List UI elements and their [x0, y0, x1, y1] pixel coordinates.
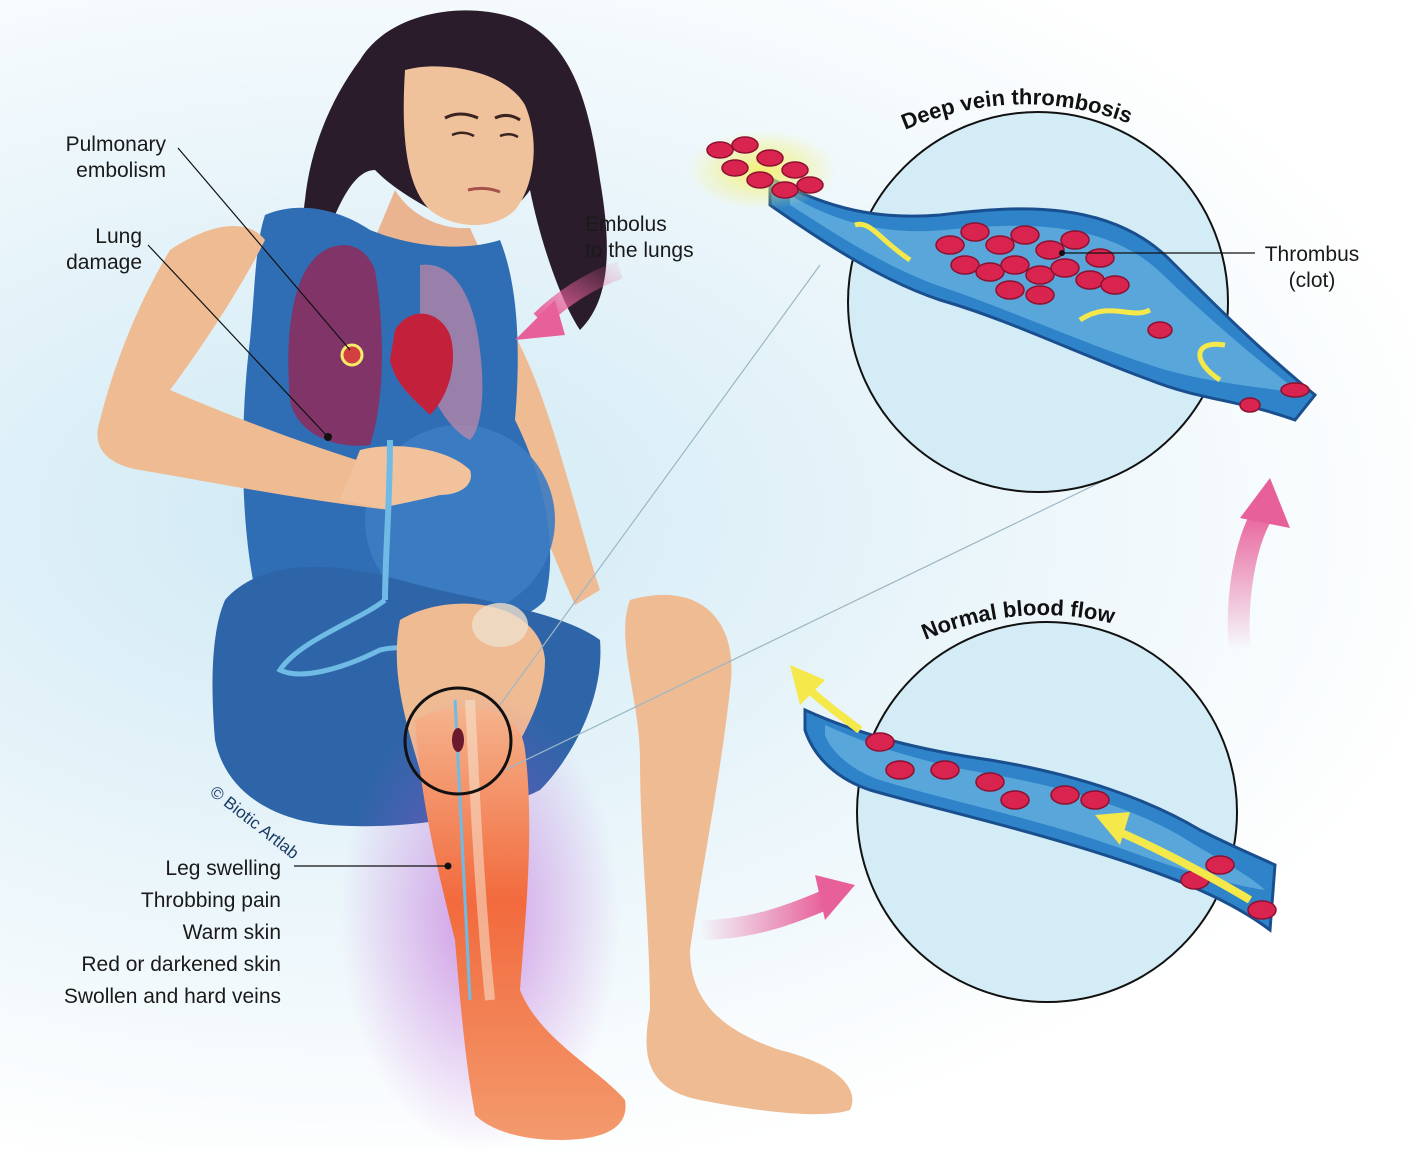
far-lower-leg: [625, 595, 852, 1114]
lung-embolus: [342, 345, 362, 365]
dvt-panel: [687, 112, 1315, 492]
thrombus-line-1: Thrombus: [1262, 242, 1362, 268]
symptoms-list: Leg swelling Throbbing pain Warm skin Re…: [0, 853, 281, 1013]
symptom-item: Red or darkened skin: [0, 949, 281, 981]
arrow-leg-to-normal: [700, 900, 825, 930]
normal-panel: [790, 622, 1276, 1002]
thrombus-leader-dot: [1059, 250, 1065, 256]
symptom-item: Swollen and hard veins: [0, 981, 281, 1013]
symptom-item: Warm skin: [0, 917, 281, 949]
symptom-item: Leg swelling: [0, 853, 281, 885]
lung-damage-label: Lung damage: [20, 224, 142, 276]
symptom-item: Throbbing pain: [0, 885, 281, 917]
lung-damage-dot: [324, 433, 332, 441]
arrow-leg-to-normal-head: [815, 875, 855, 920]
embolus-line-2: to the lungs: [585, 238, 694, 264]
embolus-glow: [687, 130, 837, 210]
thrombus-label: Thrombus (clot): [1262, 242, 1362, 294]
pulmonary-embolism-line-2: embolism: [20, 158, 166, 184]
embolus-line-1: Embolus: [585, 212, 694, 238]
thrombus-line-2: (clot): [1262, 268, 1362, 294]
pulmonary-embolism-label: Pulmonary embolism: [20, 132, 166, 184]
lung-damage-line-1: Lung: [20, 224, 142, 250]
kneecap: [472, 603, 528, 647]
lung-damage-line-2: damage: [20, 250, 142, 276]
pulmonary-embolism-line-1: Pulmonary: [20, 132, 166, 158]
leg-clot: [452, 728, 464, 752]
embolus-label: Embolus to the lungs: [585, 212, 694, 264]
symptoms-dot: [445, 863, 452, 870]
arrow-normal-to-dvt: [1239, 510, 1265, 650]
